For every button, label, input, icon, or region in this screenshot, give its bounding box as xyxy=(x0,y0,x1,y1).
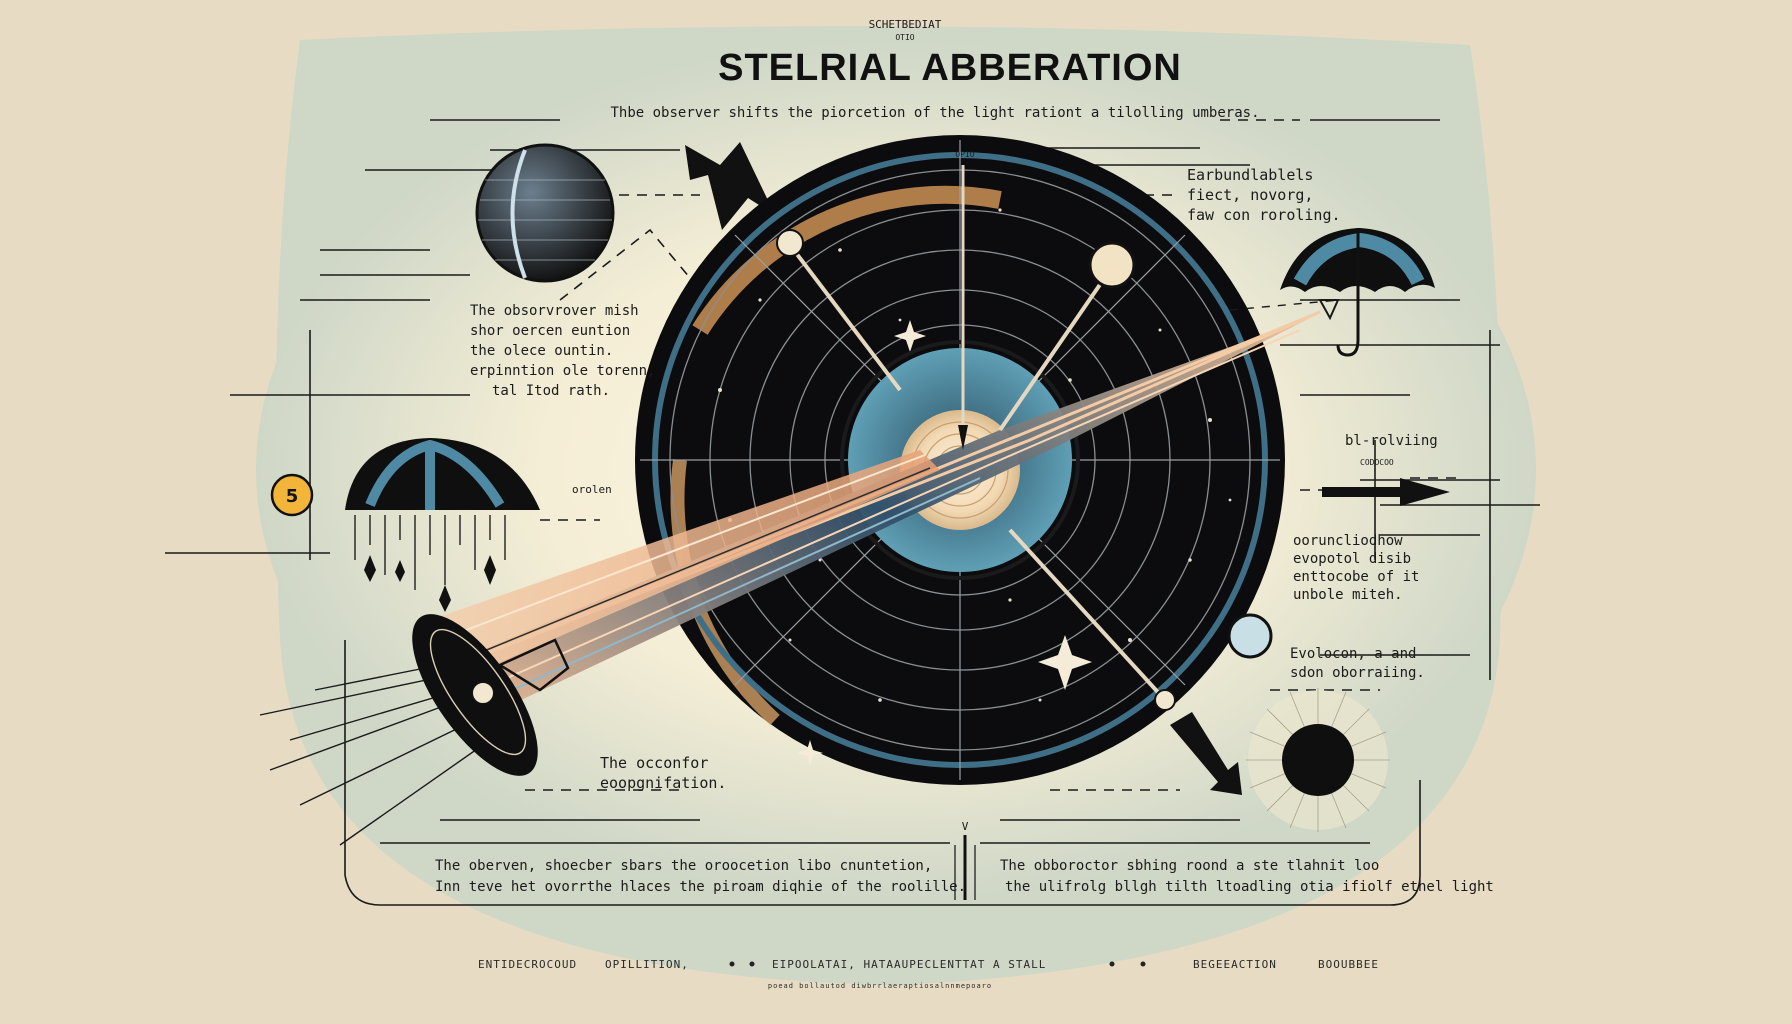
sparkle-icon xyxy=(894,320,926,352)
label-left-middle: The obsorvrover mish shor oercen euntion… xyxy=(470,303,655,399)
label-left-middle-line: The obsorvrover mish xyxy=(470,303,639,319)
pointer-rod-lower xyxy=(1008,528,1176,711)
dark-sun-icon xyxy=(1246,688,1390,832)
small-moon-icon xyxy=(1227,613,1273,659)
footer-dot xyxy=(1109,961,1115,967)
top-tick-label: OPIO xyxy=(955,150,974,159)
footer-dot xyxy=(749,961,755,967)
poster-title: STELRIAL ABBERATION xyxy=(718,47,1182,89)
caption-left-line: The oberven, shoecber sbars the orooceti… xyxy=(435,858,932,874)
beam-arrowhead-icon xyxy=(1318,299,1340,321)
caption-right: The obboroctor sbhing roond a ste tlahni… xyxy=(1000,858,1494,895)
incoming-arrow-icon xyxy=(685,142,775,230)
footer-bar: ENTIDECROCOUD OPILLITION, EIPOOLATAI, HA… xyxy=(478,958,1379,990)
caption-right-line: The obboroctor sbhing roond a ste tlahni… xyxy=(1000,858,1379,874)
label-left-middle-line: the olece ountin. xyxy=(470,343,613,359)
label-bl-rolving: bl-rolviing xyxy=(1345,433,1438,449)
label-bottom-left-line: The occonfor xyxy=(600,754,708,772)
footer-item: BOOUBBEE xyxy=(1318,958,1379,971)
label-top-right-line: fiect, novorg, xyxy=(1187,186,1313,204)
footer-dot xyxy=(729,961,735,967)
label-left-middle-line: tal Itod rath. xyxy=(492,383,610,399)
caption-left-line: Inn teve het ovorrthe hlaces the piroam … xyxy=(435,879,966,895)
footer-fine-print: poead bollautod diwbrrlaeraptiosalnnmepo… xyxy=(768,982,992,990)
caption-right-line: the ulifrolg bllgh tilth ltoadling otia … xyxy=(1005,879,1494,895)
footer-item: OPILLITION, xyxy=(605,958,689,971)
label-bottom-left-line: eoopgnifation. xyxy=(600,774,726,792)
striped-planet-icon xyxy=(475,143,615,283)
label-right-middle-line: ooruncliodhow xyxy=(1293,533,1403,549)
label-right-middle-line: unbole miteh. xyxy=(1293,587,1403,603)
poster-kicker: SCHETBEDIAT xyxy=(869,18,942,31)
label-right-middle: ooruncliodhow evopotol disib enttocobe o… xyxy=(1293,533,1419,603)
umbrella-icon xyxy=(1280,228,1435,357)
footer-item: ENTIDECROCOUD xyxy=(478,958,577,971)
label-left-middle-line: erpinntion ole torenn, xyxy=(470,363,655,379)
sparkle-icon xyxy=(797,740,823,766)
direction-arrow-icon xyxy=(1322,478,1450,506)
sparkle-icon xyxy=(1038,635,1092,690)
outgoing-arrow-icon xyxy=(1170,712,1242,795)
label-right-middle-line: evopotol disib xyxy=(1293,551,1411,567)
caption-left: The oberven, shoecber sbars the orooceti… xyxy=(435,858,966,895)
poster-kicker-sub: OTIO xyxy=(895,33,914,42)
label-right-middle-line: enttocobe of it xyxy=(1293,569,1419,585)
label-top-right-line: faw con roroling. xyxy=(1187,206,1341,224)
step-badge: 5 xyxy=(270,473,314,517)
beam-dash-lines xyxy=(1229,299,1341,311)
bottom-tick-label: V xyxy=(962,820,969,833)
footer-item: BEGEEACTION xyxy=(1193,958,1277,971)
true-light-beam xyxy=(430,450,940,680)
label-bottom-left: The occonfor eoopgnifation. xyxy=(600,754,726,792)
scatter-rays xyxy=(259,664,491,846)
telescope-icon xyxy=(412,614,570,776)
label-orolen: orolen xyxy=(572,483,612,496)
pointer-rod-right xyxy=(998,241,1136,432)
poster-subtitle: Thbe observer shifts the piorcetion of t… xyxy=(610,105,1259,121)
footer-item: EIPOOLATAI, HATAAUPECLENTTAT A STALL xyxy=(772,958,1046,971)
label-right-lower-line: sdon oborraiing. xyxy=(1290,665,1425,681)
label-top-right-line: Earbundlablels xyxy=(1187,166,1313,184)
moon-icon xyxy=(1088,241,1136,289)
label-right-lower-line: Evolocon, a and xyxy=(1290,646,1416,662)
label-left-middle-line: shor oercen euntion xyxy=(470,323,630,339)
footer-dot xyxy=(1140,961,1146,967)
step-badge-number: 5 xyxy=(286,486,299,507)
pointer-rod-center xyxy=(958,165,968,450)
umbrella-rain-icon xyxy=(345,438,540,612)
pointer-rod-left xyxy=(776,229,902,392)
label-bl-rolving-sub: CODOCOO xyxy=(1360,458,1394,467)
label-right-lower: Evolocon, a and sdon oborraiing. xyxy=(1290,646,1425,681)
label-top-right: Earbundlablels fiect, novorg, faw con ro… xyxy=(1187,166,1341,224)
